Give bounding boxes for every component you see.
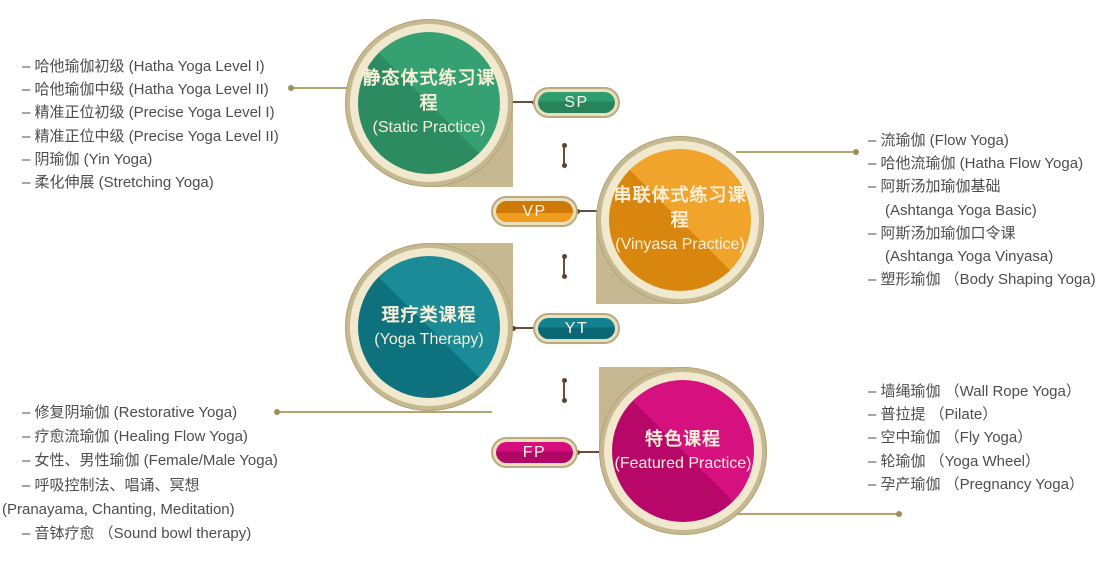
connector-dot — [561, 274, 567, 279]
category-circle-featured-practice: 特色课程 (Featured Practice) — [599, 367, 767, 535]
badge-label: YT — [564, 319, 589, 337]
course-item: – 哈他瑜伽中级 (Hatha Yoga Level II) — [22, 81, 269, 99]
pill-face: SP — [538, 92, 615, 113]
badge-pill-vp: VP — [491, 196, 578, 227]
badge-pill-sp: SP — [533, 87, 620, 118]
course-item: – 墙绳瑜伽 （Wall Rope Yoga） — [868, 383, 1081, 400]
connector-sp-vp — [561, 143, 567, 168]
connector-dot — [896, 511, 902, 517]
connector-dot — [561, 163, 567, 168]
category-title-zh: 特色课程 — [645, 428, 721, 449]
course-item: – 精准正位初级 (Precise Yoga Level I) — [22, 104, 275, 122]
course-item: – 阿斯汤加瑜伽基础 — [868, 178, 1001, 196]
course-item: – 阴瑜伽 (Yin Yoga) — [22, 150, 153, 168]
category-title-zh: 静态体式练习课程 — [362, 68, 496, 113]
category-title-zh: 串联体式练习课程 — [613, 185, 747, 230]
connector-dot — [561, 378, 567, 383]
course-list-vinyasa-practice: – 流瑜伽 (Flow Yoga) – 哈他流瑜伽 (Hatha Flow Yog… — [868, 129, 1096, 291]
course-item: – 修复阴瑜伽 (Restorative Yoga) — [22, 404, 238, 421]
course-item: – 轮瑜伽 （Yoga Wheel） — [868, 452, 1041, 470]
circle-ring: 串联体式练习课程 (Vinyasa Practice) — [596, 136, 764, 304]
course-item: – 女性、男性瑜伽 (Female/Male Yoga) — [22, 452, 278, 470]
circle-ring: 静态体式练习课程 (Static Practice) — [345, 19, 513, 187]
course-item: – 流瑜伽 (Flow Yoga) — [868, 132, 1009, 149]
connector-dot — [561, 254, 567, 259]
category-title-en: (Yoga Therapy) — [374, 330, 484, 348]
pill-face: FP — [496, 442, 573, 463]
circle-inner-ring: 静态体式练习课程 (Static Practice) — [350, 24, 508, 182]
course-item: (Pranayama, Chanting, Meditation) — [2, 500, 235, 518]
connector-vp-yt — [561, 254, 567, 279]
course-list-yoga-therapy: – 修复阴瑜伽 (Restorative Yoga) – 疗愈流瑜伽 (Heali… — [2, 401, 278, 546]
category-circle-yoga-therapy: 理疗类课程 (Yoga Therapy) — [345, 243, 513, 411]
course-item: – 孕产瑜伽 （Pregnancy Yoga） — [868, 475, 1084, 493]
badge-pill-yt: YT — [533, 313, 620, 344]
connector-dot — [561, 398, 567, 403]
pill-face: YT — [538, 318, 615, 339]
course-item: – 音钵疗愈 （Sound bowl therapy) — [22, 524, 252, 542]
circle-ring: 特色课程 (Featured Practice) — [599, 367, 767, 535]
connector-line-vinyasa-list — [736, 149, 859, 155]
connector-dot — [511, 325, 516, 331]
circle-ring: 理疗类课程 (Yoga Therapy) — [345, 243, 513, 411]
circle-face: 串联体式练习课程 (Vinyasa Practice) — [609, 149, 751, 291]
course-item: – 阿斯汤加瑜伽口令课 — [868, 224, 1016, 242]
circle-inner-ring: 理疗类课程 (Yoga Therapy) — [350, 248, 508, 406]
course-item: – 哈他流瑜伽 (Hatha Flow Yoga) — [868, 155, 1084, 173]
pill-face: VP — [496, 201, 573, 222]
connector-dot — [561, 143, 567, 148]
course-item: (Ashtanga Yoga Basic) — [885, 201, 1037, 219]
badge-pill-fp: FP — [491, 437, 578, 468]
course-item: – 柔化伸展 (Stretching Yoga) — [22, 173, 214, 191]
category-title-en: (Featured Practice) — [614, 454, 752, 472]
course-item: – 空中瑜伽 （Fly Yoga） — [868, 429, 1033, 447]
badge-label: SP — [564, 93, 589, 111]
badge-label: FP — [522, 443, 547, 461]
course-item: (Ashtanga Yoga Vinyasa) — [885, 247, 1054, 265]
circle-inner-ring: 串联体式练习课程 (Vinyasa Practice) — [601, 141, 759, 299]
connector-line-featured-list — [726, 511, 902, 517]
connector-sp-circle — [508, 99, 537, 105]
category-title-en: (Vinyasa Practice) — [615, 236, 745, 253]
connector-dot — [288, 85, 294, 91]
circle-inner-ring: 特色课程 (Featured Practice) — [604, 372, 762, 530]
course-item: – 精准正位中级 (Precise Yoga Level II) — [22, 127, 279, 145]
category-title-zh: 理疗类课程 — [381, 304, 477, 325]
category-title-en: (Static Practice) — [372, 119, 486, 136]
course-item: – 疗愈流瑜伽 (Healing Flow Yoga) — [22, 428, 248, 446]
course-list-static-practice: – 哈他瑜伽初级 (Hatha Yoga Level I) – 哈他瑜伽中级 (H… — [22, 55, 279, 194]
course-item: – 普拉提 （Pilate） — [868, 406, 998, 424]
connector-dot — [274, 409, 280, 415]
connector-line-static-list — [288, 85, 355, 91]
badge-label: VP — [522, 202, 547, 220]
course-item: – 呼吸控制法、唱诵、冥想 — [22, 476, 200, 494]
course-list-featured-practice: – 墙绳瑜伽 （Wall Rope Yoga） – 普拉提 （Pilate） – 空… — [868, 380, 1084, 496]
circle-face: 理疗类课程 (Yoga Therapy) — [358, 256, 500, 398]
course-item: – 哈他瑜伽初级 (Hatha Yoga Level I) — [22, 58, 265, 75]
circle-face: 特色课程 (Featured Practice) — [612, 380, 754, 522]
course-item: – 塑形瑜伽 （Body Shaping Yoga) — [868, 271, 1096, 289]
category-circle-vinyasa-practice: 串联体式练习课程 (Vinyasa Practice) — [596, 136, 764, 304]
category-circle-static-practice: 静态体式练习课程 (Static Practice) — [345, 19, 513, 187]
connector-dot — [853, 149, 859, 155]
connector-yt-fp — [561, 378, 567, 403]
connector-line-therapy-list — [274, 409, 492, 415]
circle-face: 静态体式练习课程 (Static Practice) — [358, 32, 500, 174]
